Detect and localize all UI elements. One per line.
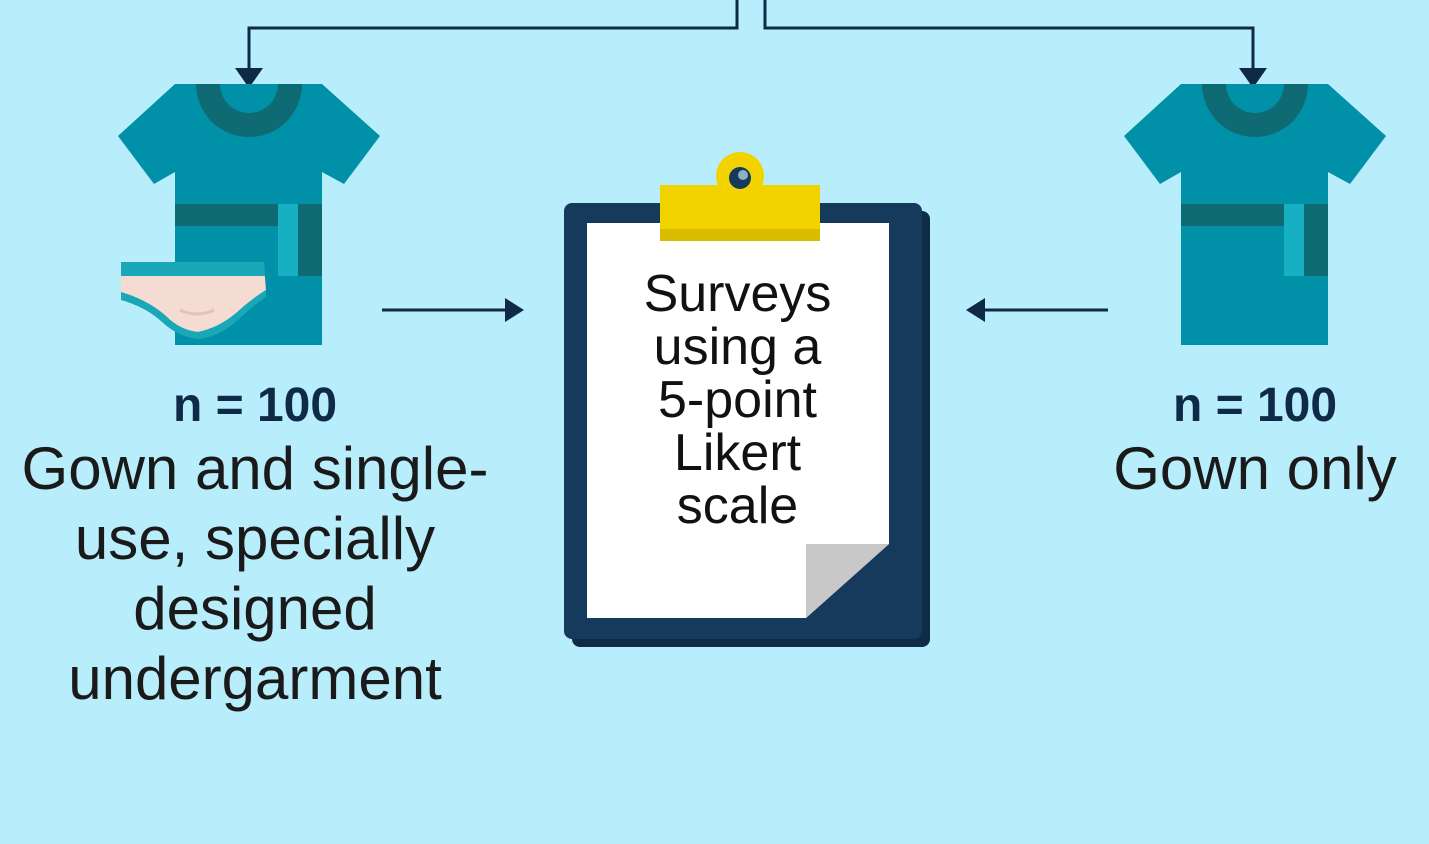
arrowhead-left-group (235, 68, 263, 88)
group-gown-only: n = 100 Gown only (1040, 378, 1429, 504)
arrowhead-survey-from-right (966, 298, 985, 322)
split-connector-left (247, 0, 739, 70)
group-count: n = 100 (172, 379, 338, 432)
group-description: Gown only (1113, 435, 1397, 502)
survey-method-text: Surveys using a 5-point Likert scale (643, 265, 832, 535)
group-description: Gown and single-use, specially designed … (21, 435, 489, 712)
group-count: n = 100 (1172, 379, 1338, 432)
split-connector-right (763, 0, 1255, 70)
arrowhead-survey-from-left (505, 298, 524, 322)
group-gown-and-undergarment: n = 100 Gown and single-use, specially d… (10, 378, 500, 714)
arrowhead-right-group (1239, 68, 1267, 88)
